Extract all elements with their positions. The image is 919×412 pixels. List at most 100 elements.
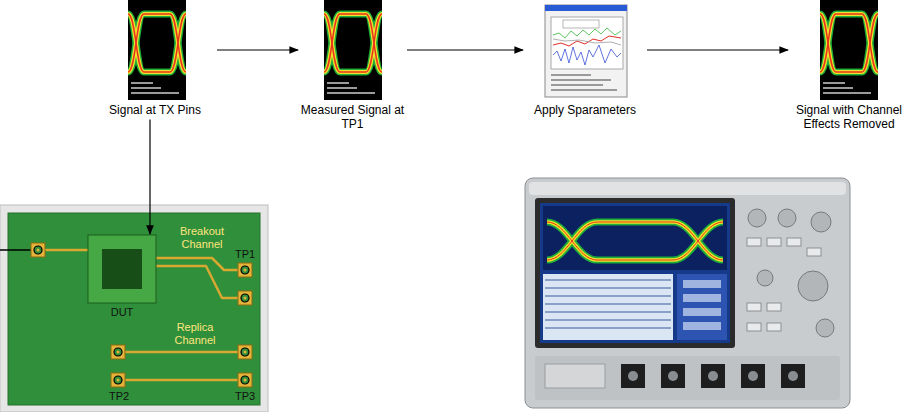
eye-diagram-tx <box>128 0 186 100</box>
sma-connector-part <box>244 351 247 354</box>
sma-connector-part <box>34 246 42 254</box>
pcb-panel-part <box>0 205 268 412</box>
sma-connector-part <box>238 345 252 359</box>
oscilloscope-part-part <box>683 308 721 316</box>
pcb-panel-part-part <box>125 379 238 382</box>
oscilloscope-part <box>545 364 605 388</box>
sma-connector-part <box>241 348 249 356</box>
oscilloscope-part <box>543 274 673 340</box>
eye-diagram-tp1 <box>324 0 382 100</box>
oscilloscope-part <box>677 274 727 340</box>
oscilloscope-part-part <box>547 222 723 260</box>
oscilloscope-part-part <box>621 364 645 388</box>
oscilloscope <box>525 178 850 408</box>
eye-diagram-corrected-part <box>820 0 878 100</box>
oscilloscope-part-part <box>545 295 671 297</box>
oscilloscope-part-part <box>545 319 671 321</box>
sma-connector <box>238 373 252 387</box>
oscilloscope-part-part <box>748 371 758 381</box>
channel-label: Replica Channel <box>162 321 228 347</box>
oscilloscope-part-part <box>545 287 671 289</box>
sparameter-screenshot-part <box>563 20 599 28</box>
oscilloscope-part-part <box>661 364 685 388</box>
oscilloscope-part-part <box>545 327 671 329</box>
pcb-panel-part-part <box>45 249 88 252</box>
stage-caption-box: Signal with Channel Effects Removed <box>790 0 908 132</box>
oscilloscope-part <box>545 279 671 329</box>
sparameter-screenshot-part <box>551 84 603 86</box>
sparameter-screenshot-part <box>545 5 627 11</box>
sma-connector-part <box>238 263 252 277</box>
sma-connector <box>238 263 252 277</box>
pcb-panel-part <box>0 249 31 251</box>
oscilloscope-part-part <box>701 364 725 388</box>
dut-chip: DUT <box>85 235 159 319</box>
oscilloscope-part-part <box>741 364 765 388</box>
pcb-panel-part-part <box>156 266 238 298</box>
oscilloscope-part-part <box>778 209 796 227</box>
oscilloscope-part-part <box>547 222 723 260</box>
flow-arrow <box>407 49 523 50</box>
oscilloscope-part-part <box>807 248 821 256</box>
pcb-panel-part <box>8 213 260 405</box>
caption-text: Signal at TX Pins <box>95 103 215 117</box>
sparameter-screenshot <box>545 5 627 97</box>
pcb-panel-part <box>102 249 142 289</box>
sparameter-screenshot-part <box>553 45 621 65</box>
caption-text: Measured Signal at TP1 <box>300 103 405 132</box>
oscilloscope-part <box>543 206 727 270</box>
oscilloscope-part-part <box>747 323 761 331</box>
sma-connector-part <box>37 249 40 252</box>
sma-connector-part <box>244 297 247 300</box>
sparameter-screenshot-part <box>551 17 623 69</box>
sparameter-screenshot-part <box>553 39 621 45</box>
sparameter-screenshot-part <box>545 5 627 97</box>
oscilloscope-part-part <box>798 271 828 301</box>
stage-caption-box: Signal at TX Pins <box>95 0 215 117</box>
sma-connector <box>111 345 125 359</box>
oscilloscope-part <box>529 182 846 195</box>
oscilloscope-part-part <box>816 319 834 337</box>
sma-connector <box>111 373 125 387</box>
oscilloscope-part-part <box>748 209 766 227</box>
flow-arrow <box>647 49 788 50</box>
sma-connector-part <box>114 348 122 356</box>
flow-arrow <box>217 49 298 50</box>
oscilloscope-part <box>525 178 850 408</box>
oscilloscope-part-part <box>787 238 801 246</box>
oscilloscope-part-part <box>811 212 831 232</box>
pcb-panel-part-part <box>156 258 238 270</box>
oscilloscope-part <box>540 203 730 343</box>
test-point-label: TP2 <box>105 390 133 403</box>
oscilloscope-part-part <box>547 222 723 260</box>
oscilloscope-part-part <box>683 280 721 288</box>
caption-text: Apply Sparameters <box>525 103 645 117</box>
oscilloscope-part-part <box>788 371 798 381</box>
oscilloscope-part-part <box>757 270 773 286</box>
sparameter-screenshot-part <box>551 74 591 76</box>
flow-arrow <box>149 119 150 234</box>
sma-connector-part <box>111 373 125 387</box>
stage-caption-box: Measured Signal at TP1 <box>300 0 405 132</box>
stage-caption-box: Apply Sparameters <box>525 0 645 117</box>
test-point-label: TP3 <box>232 390 258 403</box>
sma-connector-part <box>241 294 249 302</box>
sma-connector-part <box>117 379 120 382</box>
pcb-panel-part <box>88 235 156 303</box>
channel-label: Breakout Channel <box>170 225 234 251</box>
pcb-panel-part-part <box>125 351 238 354</box>
oscilloscope-part-part <box>747 303 761 311</box>
sparameter-screenshot-part <box>551 79 611 81</box>
sma-connector-part <box>238 291 252 305</box>
oscilloscope-part-part <box>668 371 678 381</box>
oscilloscope-part-part <box>683 294 721 302</box>
sma-connector-part <box>31 243 45 257</box>
oscilloscope-part-part <box>747 238 761 246</box>
eye-diagram-tp1-part <box>324 0 382 100</box>
oscilloscope-part-part <box>781 364 805 388</box>
caption-text: Signal with Channel Effects Removed <box>790 103 908 132</box>
oscilloscope-part-part <box>547 222 723 260</box>
